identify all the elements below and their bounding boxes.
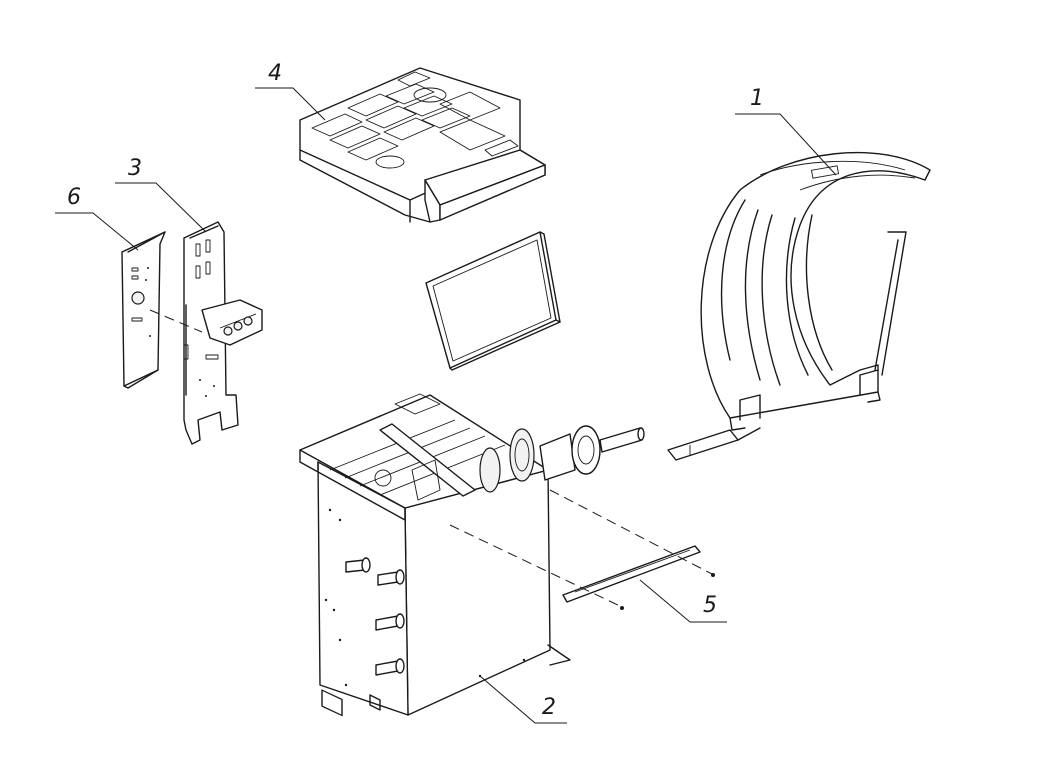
assembly-lines: [149, 309, 713, 608]
callout-6: 6: [55, 185, 139, 251]
callout-2: 2: [479, 675, 567, 724]
callout-1: 1: [735, 86, 837, 176]
callout-6-label: 6: [67, 185, 81, 210]
part-6-side-plate: [121, 231, 166, 389]
callout-3-label: 3: [128, 156, 142, 181]
callout-5-label: 5: [703, 593, 717, 618]
part-4-accessory-tray: [299, 67, 546, 223]
callout-1-label: 1: [750, 86, 764, 111]
callout-2-label: 2: [542, 695, 556, 720]
part-5-bar: [562, 545, 715, 610]
callout-5: 5: [639, 579, 727, 623]
callout-4: 4: [255, 61, 326, 121]
callout-4-label: 4: [268, 61, 282, 86]
part-2-main-cabinet: [299, 393, 645, 717]
callout-3: 3: [115, 156, 207, 233]
monitor-panel: [425, 231, 561, 371]
part-3-control-column: [183, 221, 263, 445]
part-1-wheel-guard: [667, 151, 931, 461]
